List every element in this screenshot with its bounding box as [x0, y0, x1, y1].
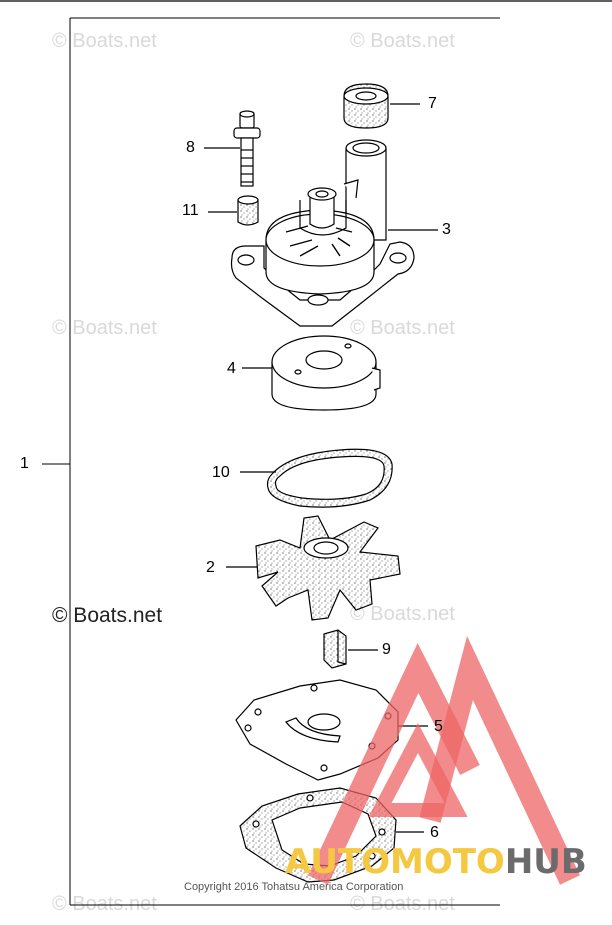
- watermark: © Boats.net: [350, 893, 455, 915]
- logo-emblem: [308, 635, 580, 885]
- callout-2: 2: [206, 559, 215, 576]
- kit-bracket: [42, 17, 500, 906]
- watermark: © Boats.net: [52, 317, 157, 339]
- callout-9: 9: [382, 641, 391, 658]
- logo-part-moto: MOTO: [389, 842, 505, 882]
- copyright-notice: Copyright 2016 Tohatsu America Corporati…: [184, 881, 404, 893]
- callout-8: 8: [186, 139, 195, 156]
- part-4-insert-cartridge: [242, 335, 381, 411]
- watermark: © Boats.net: [52, 893, 157, 915]
- part-9-key: [323, 629, 378, 669]
- part-7-grommet: [343, 83, 420, 129]
- part-2-impeller: [226, 515, 401, 621]
- callout-11: 11: [182, 202, 199, 219]
- callout-10: 10: [212, 464, 230, 481]
- part-10-gasket: [240, 448, 393, 508]
- watermark: © Boats.net: [52, 30, 157, 52]
- callout-6: 6: [430, 824, 439, 841]
- watermark: © Boats.net: [350, 30, 455, 52]
- watermark: © Boats.net: [350, 317, 455, 339]
- logo-part-hub: HUB: [504, 842, 587, 882]
- part-11-sleeve: [208, 195, 259, 226]
- callout-7: 7: [428, 95, 437, 112]
- logo-part-auto: AUTO: [285, 842, 390, 882]
- part-8-bolt: [204, 110, 261, 187]
- callout-4: 4: [227, 360, 236, 377]
- callout-5: 5: [434, 718, 443, 735]
- part-5-plate: [235, 679, 428, 781]
- part-3-pump-case: [230, 139, 438, 327]
- watermark-dark: © Boats.net: [52, 604, 163, 627]
- watermark: © Boats.net: [350, 603, 455, 625]
- callout-3: 3: [442, 221, 451, 238]
- callout-1: 1: [20, 455, 29, 472]
- logo-wordmark: AUTOMOTOHUB: [285, 842, 587, 882]
